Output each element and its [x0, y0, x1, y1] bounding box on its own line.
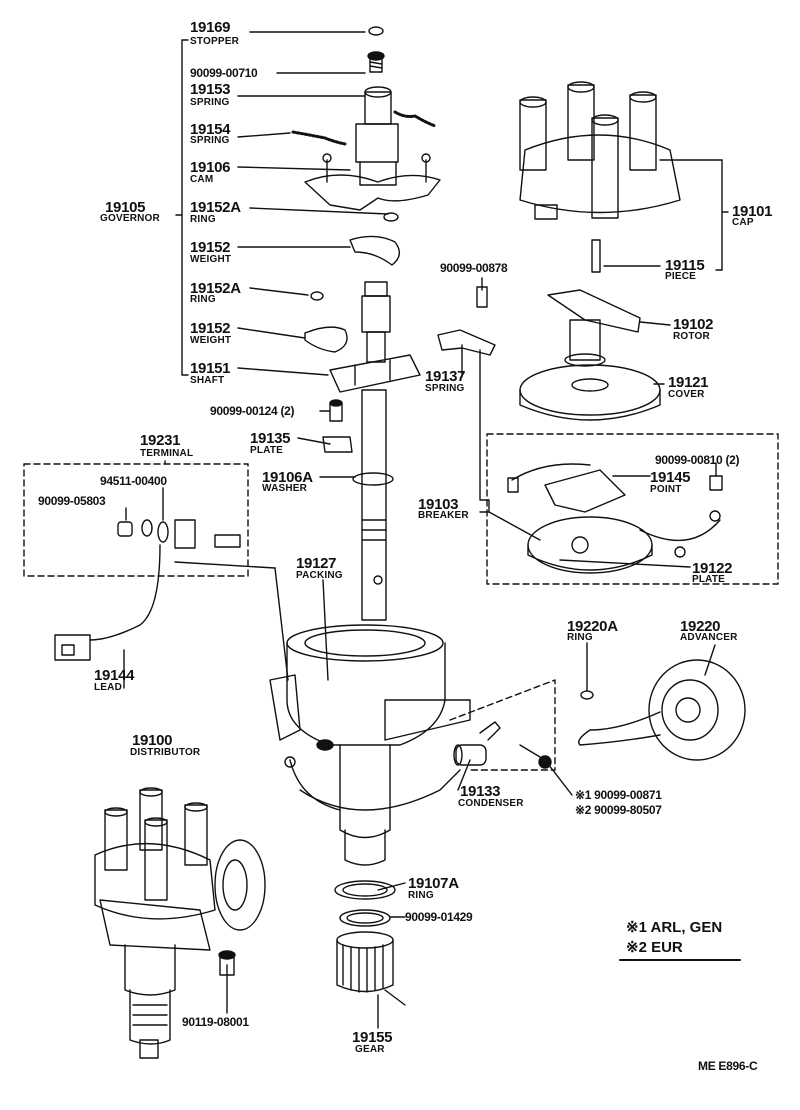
label-90099-00871: ※1 90099-00871: [575, 788, 662, 802]
label-19133-name: CONDENSER: [458, 798, 524, 809]
breaker-plate-and-points: [437, 286, 723, 574]
label-19135-num: 19135: [250, 430, 291, 447]
label-19115-num: 19115: [665, 257, 705, 274]
label-19145-name: POINT: [650, 484, 682, 495]
label-19220-name: ADVANCER: [680, 632, 738, 643]
label-19106A-num: 19106A: [262, 469, 313, 486]
label-19152-num-1: 19152: [190, 239, 231, 256]
label-90099-00810: 90099-00810 (2): [655, 453, 740, 467]
legend-line-2: ※2 EUR: [626, 939, 683, 956]
label-90099-00710: 90099-00710: [190, 66, 258, 80]
label-19153-num: 19153: [190, 81, 231, 98]
label-90099-00878: 90099-00878: [440, 261, 508, 275]
label-19152A-num-1: 19152A: [190, 199, 241, 216]
label-19122-name: PLATE: [692, 574, 726, 585]
label-19106-num: 19106: [190, 159, 231, 176]
label-19153-name: SPRING: [190, 97, 230, 108]
cover: [519, 364, 661, 421]
label-19231-num: 19231: [140, 432, 181, 449]
governor-bracket: [175, 39, 189, 376]
cam-assembly: [291, 86, 441, 211]
screw-advancer: [519, 744, 552, 769]
rotor: [547, 289, 641, 367]
label-90119-08001: 90119-08001: [182, 1015, 249, 1029]
label-19220-num: 19220: [680, 618, 721, 635]
label-19152-name-2: WEIGHT: [190, 335, 232, 346]
leader-lines: [123, 31, 729, 1029]
label-19121-name: COVER: [668, 389, 705, 400]
label-19145-num: 19145: [650, 469, 691, 486]
label-19100-num: 19100: [132, 732, 173, 749]
label-19231-name: TERMINAL: [140, 448, 194, 459]
label-19100-name: DISTRIBUTOR: [130, 747, 201, 758]
label-19106A-name: WASHER: [262, 483, 308, 494]
label-19151-name: SHAFT: [190, 375, 225, 386]
label-19169-num: 19169: [190, 19, 231, 36]
label-19101-num: 19101: [732, 203, 773, 220]
condenser: [453, 721, 501, 766]
label-19154-name: SPRING: [190, 135, 230, 146]
label-19101-name: CAP: [732, 217, 754, 228]
advancer: [578, 659, 746, 761]
cap: [519, 81, 681, 273]
label-19121-num: 19121: [668, 374, 709, 391]
label-19152A-num-2: 19152A: [190, 280, 241, 297]
label-90099-00124: 90099-00124 (2): [210, 404, 295, 418]
label-19152A-name-2: RING: [190, 294, 216, 305]
label-19105-name: GOVERNOR: [100, 213, 160, 224]
terminal-parts: [54, 519, 241, 661]
housing: [269, 624, 471, 866]
assembled-distributor: [94, 787, 266, 1059]
label-90099-01429: 90099-01429: [405, 910, 473, 924]
ring-and-gear: [334, 880, 406, 1006]
label-19169-name: STOPPER: [190, 36, 240, 47]
label-19154-num: 19154: [190, 121, 231, 138]
label-19152A-name-1: RING: [190, 214, 216, 225]
label-19102-name: ROTOR: [673, 331, 710, 342]
label-19144-name: LEAD: [94, 682, 123, 693]
label-19127-num: 19127: [296, 555, 337, 572]
label-19102-num: 19102: [673, 316, 714, 333]
label-19135-name: PLATE: [250, 445, 284, 456]
label-90099-05803: 90099-05803: [38, 494, 106, 508]
label-19103-name: BREAKER: [418, 510, 469, 521]
label-19152-num-2: 19152: [190, 320, 231, 337]
label-19107A-name: RING: [408, 890, 434, 901]
shaft: [322, 281, 421, 621]
label-19105-num: 19105: [105, 199, 146, 216]
label-19151-num: 19151: [190, 360, 231, 377]
label-19137-num: 19137: [425, 368, 466, 385]
label-19155-num: 19155: [352, 1029, 393, 1046]
label-19107A-num: 19107A: [408, 875, 459, 892]
label-19115-name: PIECE: [665, 271, 697, 282]
dashed-groups: [23, 433, 779, 771]
legend-line-1: ※1 ARL, GEN: [626, 919, 723, 936]
label-19152-name-1: WEIGHT: [190, 254, 232, 265]
label-19137-name: SPRING: [425, 383, 465, 394]
label-19155-name: GEAR: [355, 1044, 385, 1055]
label-19127-name: PACKING: [296, 570, 343, 581]
label-19220A-num: 19220A: [567, 618, 618, 635]
label-19133-num: 19133: [460, 783, 501, 800]
stopper-and-screw: [367, 26, 385, 73]
label-19144-num: 19144: [94, 667, 135, 684]
label-19106-name: CAM: [190, 174, 214, 185]
weights-and-rings: [304, 212, 400, 353]
label-90099-80507: ※2 90099-80507: [575, 803, 662, 817]
label-19103-num: 19103: [418, 496, 459, 513]
figure-code: ME E896-C: [698, 1059, 758, 1073]
label-94511-00400: 94511-00400: [100, 474, 167, 488]
label-19122-num: 19122: [692, 560, 733, 577]
label-19220A-name: RING: [567, 632, 593, 643]
